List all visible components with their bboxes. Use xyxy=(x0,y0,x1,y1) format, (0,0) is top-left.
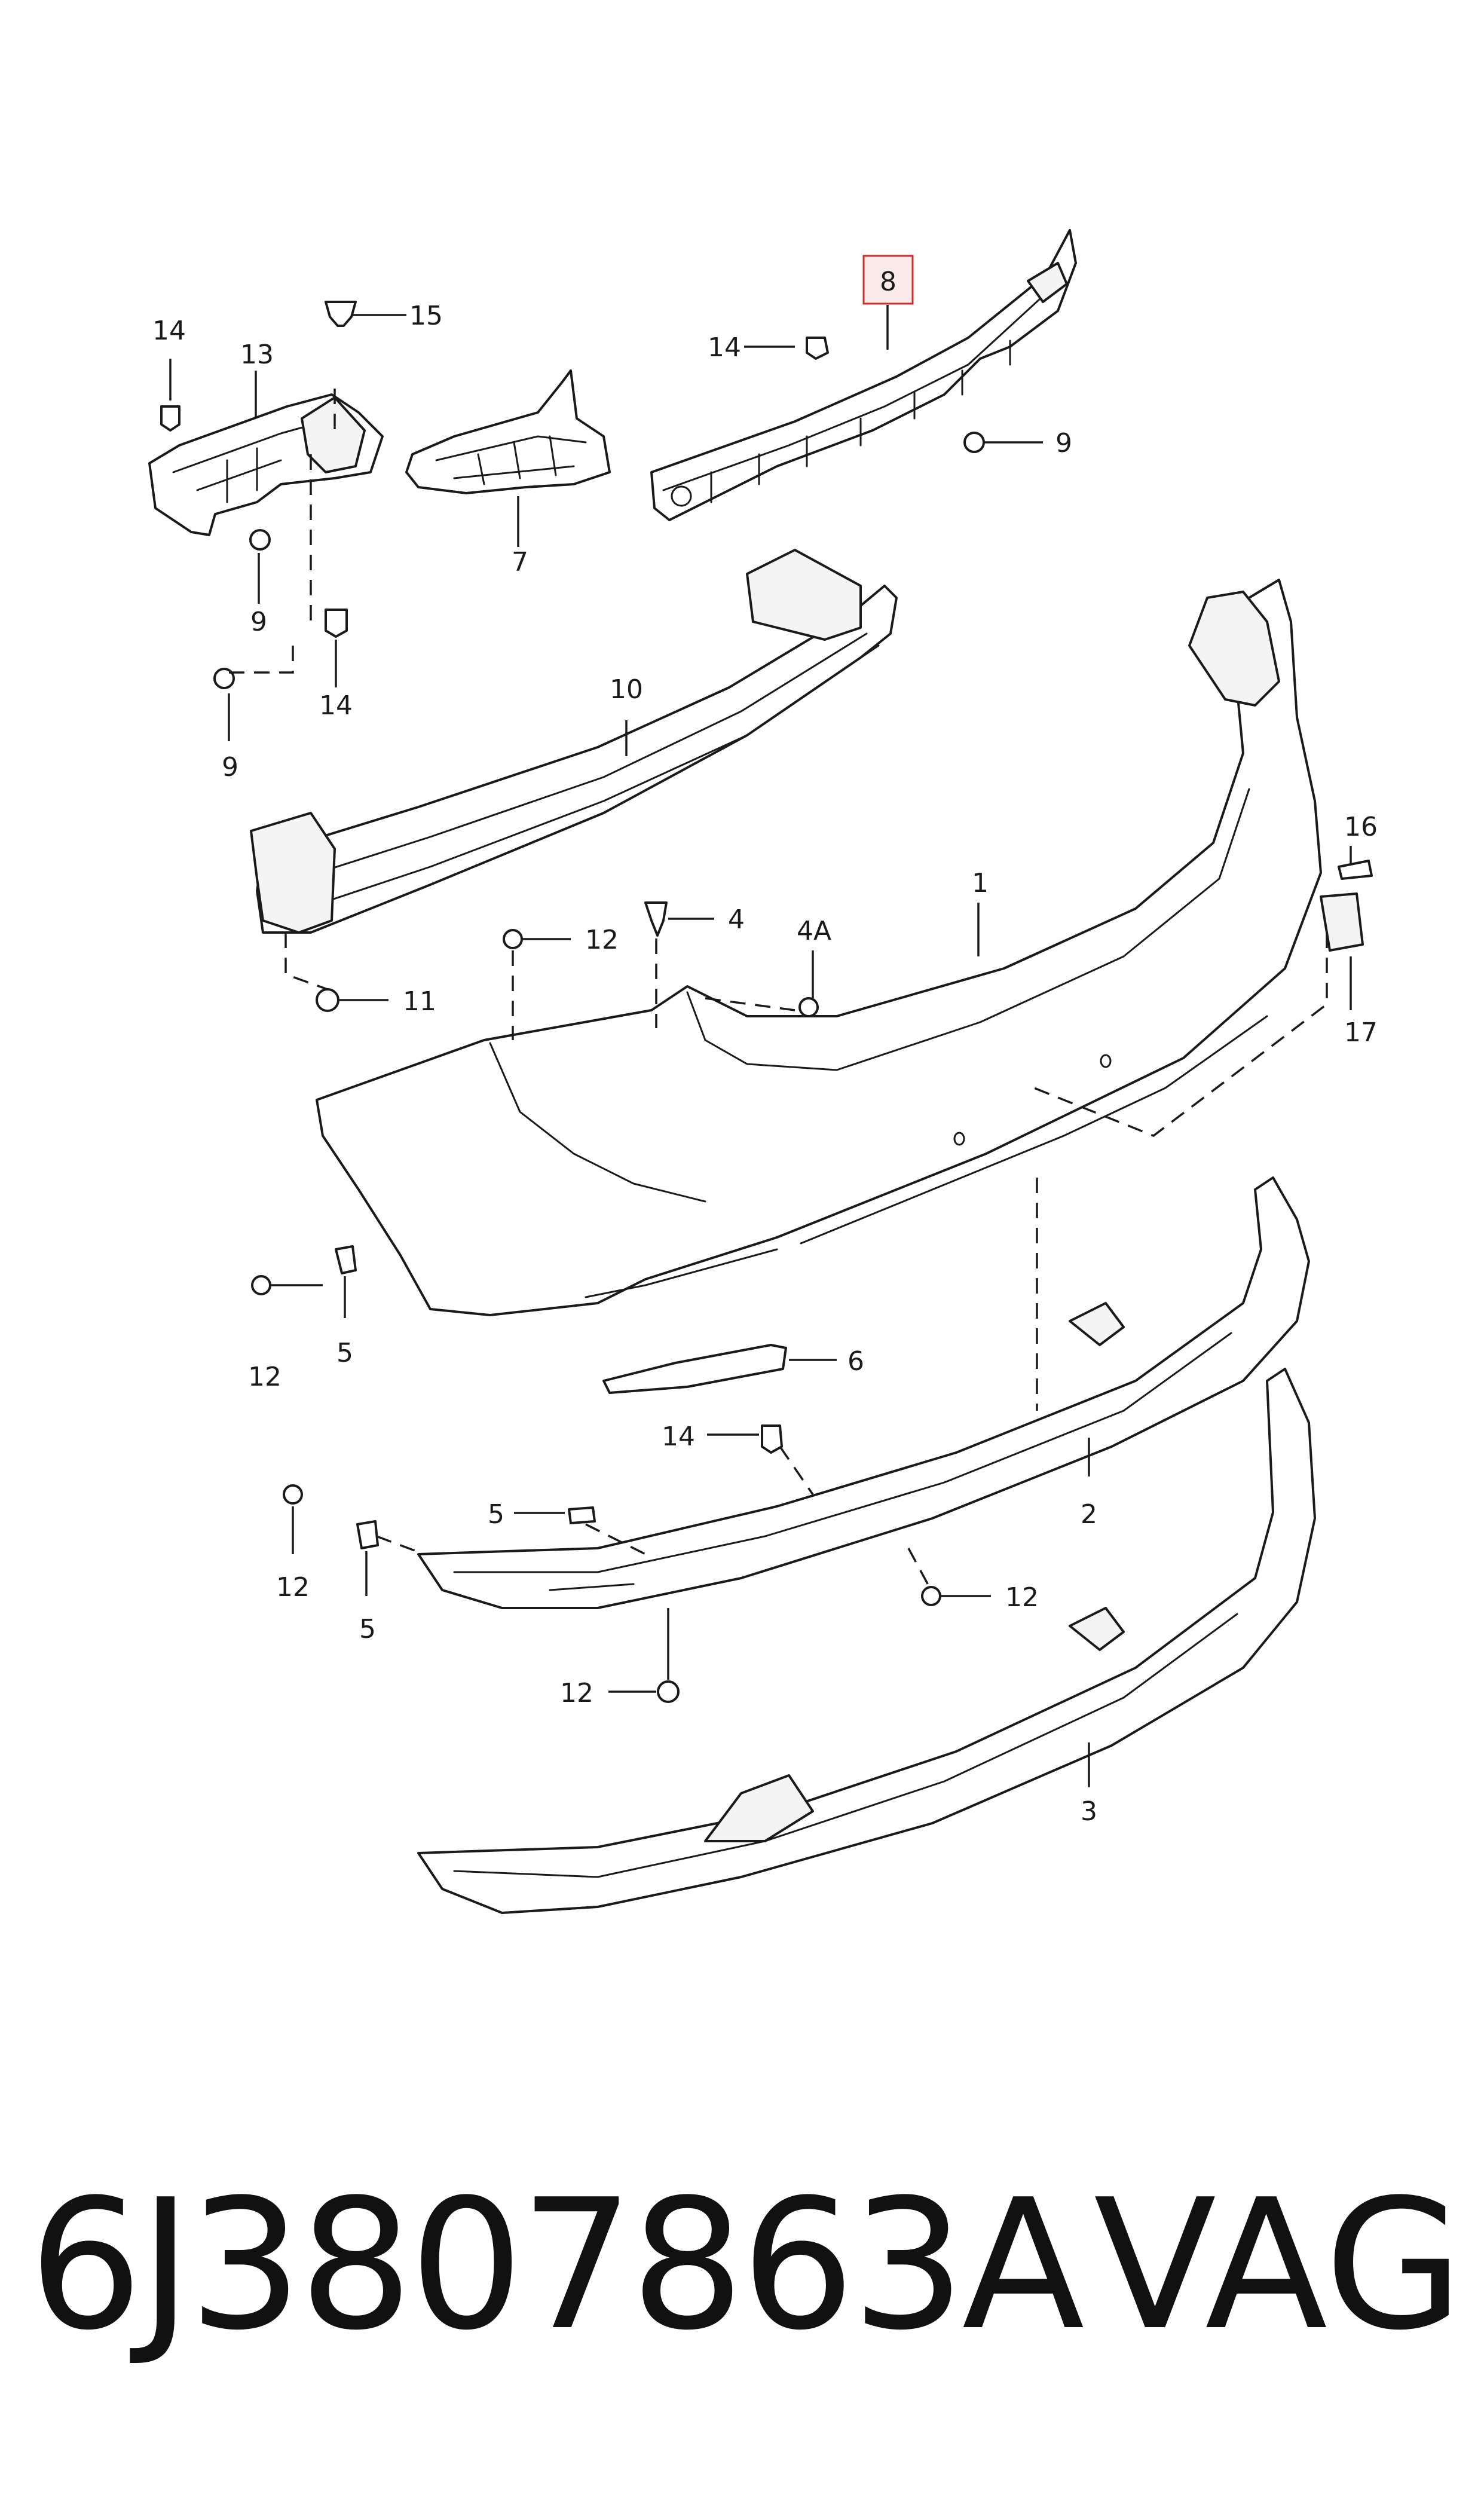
callout-15: 15 xyxy=(409,301,443,331)
leader-lines xyxy=(169,305,1352,1787)
part-8-carrier-bracket xyxy=(650,229,1077,521)
callout-8: 8 xyxy=(880,267,896,297)
callout-labels: 8 14 9 15 14 13 9 7 14 9 10 1 16 4 12 4A… xyxy=(152,267,1378,1827)
callout-5-lower: 5 xyxy=(359,1614,376,1644)
callout-9-lower: 9 xyxy=(222,752,238,782)
screw-4a xyxy=(798,997,819,1017)
callout-7: 7 xyxy=(512,547,528,577)
assembly-lines xyxy=(229,389,1328,1588)
callout-6: 6 xyxy=(847,1346,864,1377)
callout-12-left: 12 xyxy=(248,1362,281,1392)
clip-5-b xyxy=(356,1520,379,1549)
clip-16 xyxy=(1338,860,1373,880)
callout-16: 16 xyxy=(1344,812,1378,842)
callout-11: 11 xyxy=(403,986,436,1017)
clip-14-lower xyxy=(761,1424,783,1454)
callout-9-right: 9 xyxy=(1055,428,1072,458)
callout-12-lower-left: 12 xyxy=(276,1572,310,1603)
callout-14-top: 14 xyxy=(708,332,741,363)
part-10-reinforcement-beam xyxy=(250,549,898,934)
callout-14-lower: 14 xyxy=(662,1421,695,1452)
callout-13: 13 xyxy=(240,340,274,370)
part-7-side-bracket xyxy=(405,369,611,494)
callout-14-mid: 14 xyxy=(319,690,353,721)
callout-17: 17 xyxy=(1344,1017,1378,1048)
callout-10: 10 xyxy=(610,674,643,705)
brand-label: VAG xyxy=(1094,2161,1464,2370)
clip-5-c xyxy=(568,1506,596,1524)
callout-9-upper: 9 xyxy=(250,607,267,637)
nut-11 xyxy=(316,988,339,1012)
callout-5-left: 5 xyxy=(336,1338,353,1368)
callout-3: 3 xyxy=(1081,1796,1097,1827)
callout-5-mid: 5 xyxy=(488,1499,504,1530)
part-13-left-bracket xyxy=(148,393,384,536)
clip-14-mid xyxy=(325,609,348,638)
clip-14-left xyxy=(160,405,180,432)
callout-12-bottom: 12 xyxy=(560,1678,593,1708)
part-1-bumper-cover xyxy=(316,579,1322,1316)
rivet-4 xyxy=(644,901,668,937)
screw-9-c xyxy=(963,432,985,453)
screw-9-a xyxy=(249,529,271,551)
clip-14-top xyxy=(806,337,829,360)
fasteners xyxy=(160,301,1373,1703)
callout-12-right: 12 xyxy=(1005,1582,1039,1613)
callout-2: 2 xyxy=(1081,1499,1097,1530)
callout-4a: 4A xyxy=(797,916,831,946)
clip-5-a xyxy=(335,1245,357,1274)
screw-12-a xyxy=(503,929,523,949)
screw-9-b xyxy=(213,668,235,689)
callout-8-highlight xyxy=(862,255,914,305)
screw-12-e xyxy=(657,1680,680,1703)
part-number: 6J3807863A xyxy=(29,2161,1085,2370)
screw-12-c xyxy=(283,1484,303,1505)
part-2-lower-trim xyxy=(417,1176,1310,1609)
screw-12-b xyxy=(251,1275,271,1295)
part-6-reflector xyxy=(602,1344,787,1394)
callout-12-top: 12 xyxy=(585,925,619,955)
clip-15 xyxy=(325,301,357,327)
callout-1: 1 xyxy=(972,868,989,898)
part-3-lower-trim-alt xyxy=(417,1368,1316,1914)
screw-12-d xyxy=(921,1586,941,1606)
callout-14-left: 14 xyxy=(152,316,186,346)
callout-4: 4 xyxy=(728,904,745,935)
